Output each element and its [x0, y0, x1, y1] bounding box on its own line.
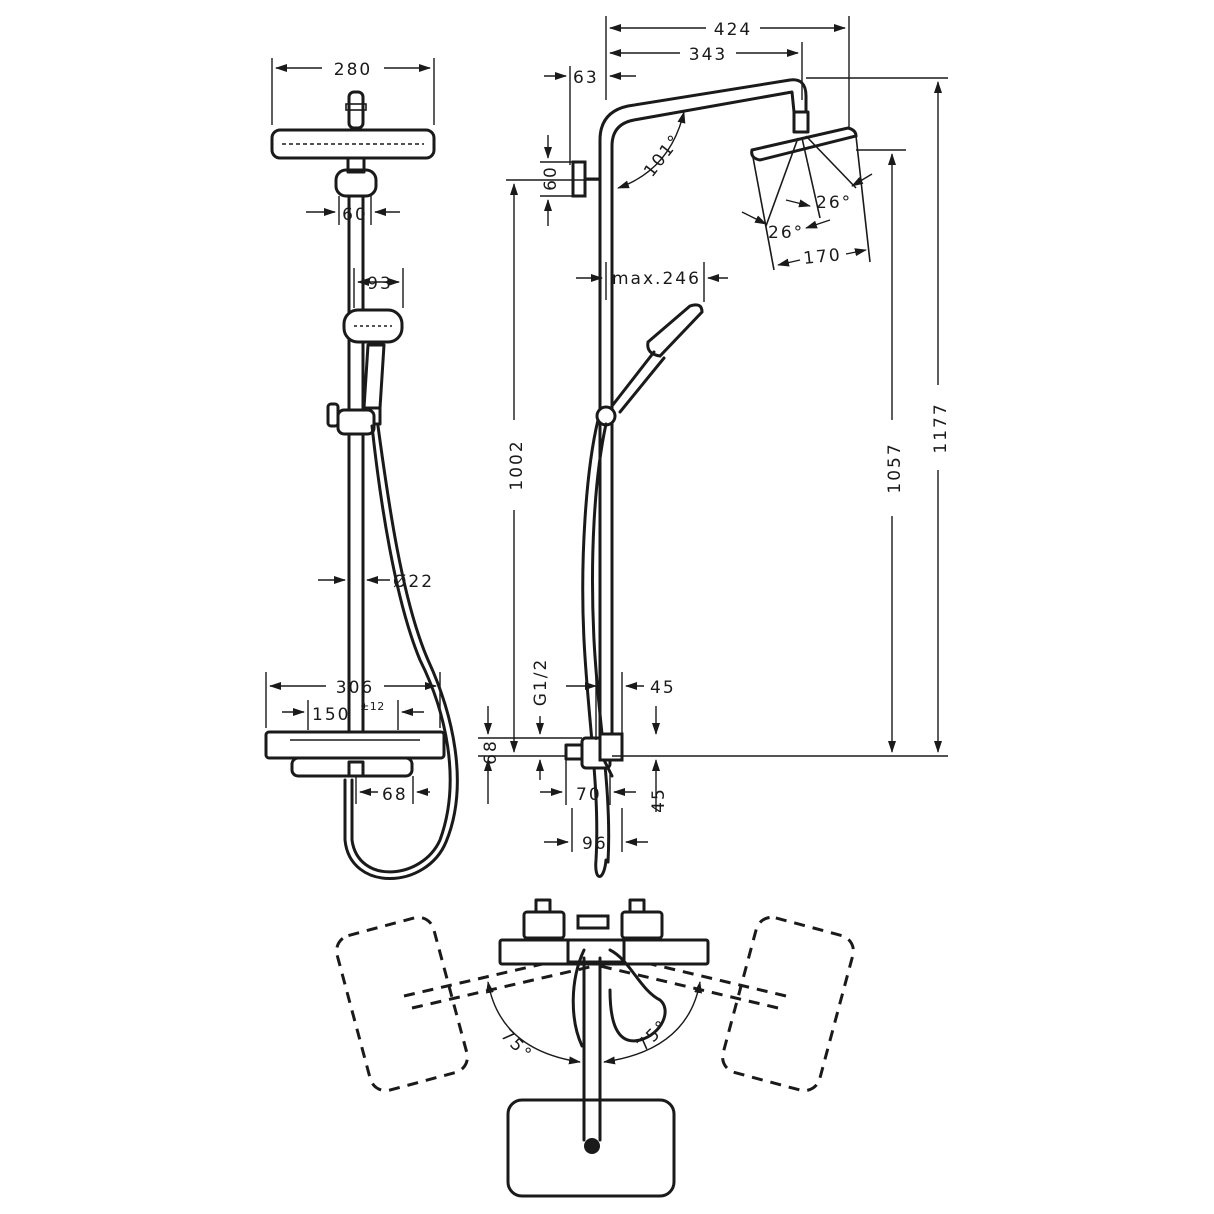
overhead-shower-head: [270, 90, 436, 160]
swivel-position-left: [335, 915, 469, 1093]
dim-head-height: 1057: [885, 442, 905, 493]
side-hand-shower: [595, 303, 704, 427]
dim-thread: G1/2: [531, 658, 551, 707]
dim-valve-height: 68: [481, 739, 501, 765]
top-thermostat: [498, 898, 710, 966]
side-thermostat: [564, 732, 624, 778]
dim-bracket-height: 60: [541, 165, 561, 191]
side-wall-bracket: [571, 160, 587, 198]
dim-head-depth: 170: [802, 245, 842, 269]
side-view: 424 343 63 60 101° 26° 26° 170 max.246: [478, 16, 951, 878]
dim-wall-offset-top: 63: [573, 68, 599, 88]
wall-bracket: [334, 156, 378, 198]
dim-swivel-right: 75°: [633, 1016, 673, 1056]
dim-rail-diameter: Ø22: [393, 572, 434, 592]
dim-arm-angle: 101°: [640, 130, 686, 181]
dim-valve-projection: 96: [582, 834, 608, 854]
thermostat-mixer: [264, 730, 446, 778]
dim-valve-below: 45: [649, 787, 669, 813]
dim-inlet-spacing: 150: [312, 705, 350, 725]
dim-inlet-tolerance: ±12: [360, 700, 385, 713]
dim-hand-shower-width: 93: [367, 274, 393, 294]
top-view: 75° 75°: [335, 898, 855, 1198]
side-hose: [581, 418, 608, 878]
dim-head-tilt-b: 26°: [768, 223, 804, 243]
dim-wall-to-valve: 45: [650, 678, 676, 698]
hand-shower: [326, 308, 404, 436]
dim-valve-depth: 70: [576, 785, 602, 805]
dim-rail-height: 1002: [507, 439, 527, 490]
dim-outlet-offset: 68: [382, 785, 408, 805]
shower-rail: [347, 194, 365, 734]
side-rail: [598, 78, 808, 762]
shower-hose: [350, 424, 452, 874]
dim-arm-projection: 343: [689, 45, 727, 65]
dim-head-width: 280: [334, 60, 372, 80]
swivel-position-right: [721, 915, 855, 1093]
dim-thermostat-width: 306: [336, 678, 374, 698]
dim-total-height: 1177: [931, 402, 951, 453]
front-view: 280 60 93 Ø22 306 150 ±12 68: [264, 58, 459, 880]
dim-head-tilt-a: 26°: [816, 193, 852, 213]
dim-arm-total: 424: [714, 20, 752, 40]
dim-swivel-left: 75°: [496, 1025, 536, 1065]
dim-hand-shower-reach: max.246: [612, 269, 701, 289]
dim-bracket-width: 60: [342, 205, 368, 225]
